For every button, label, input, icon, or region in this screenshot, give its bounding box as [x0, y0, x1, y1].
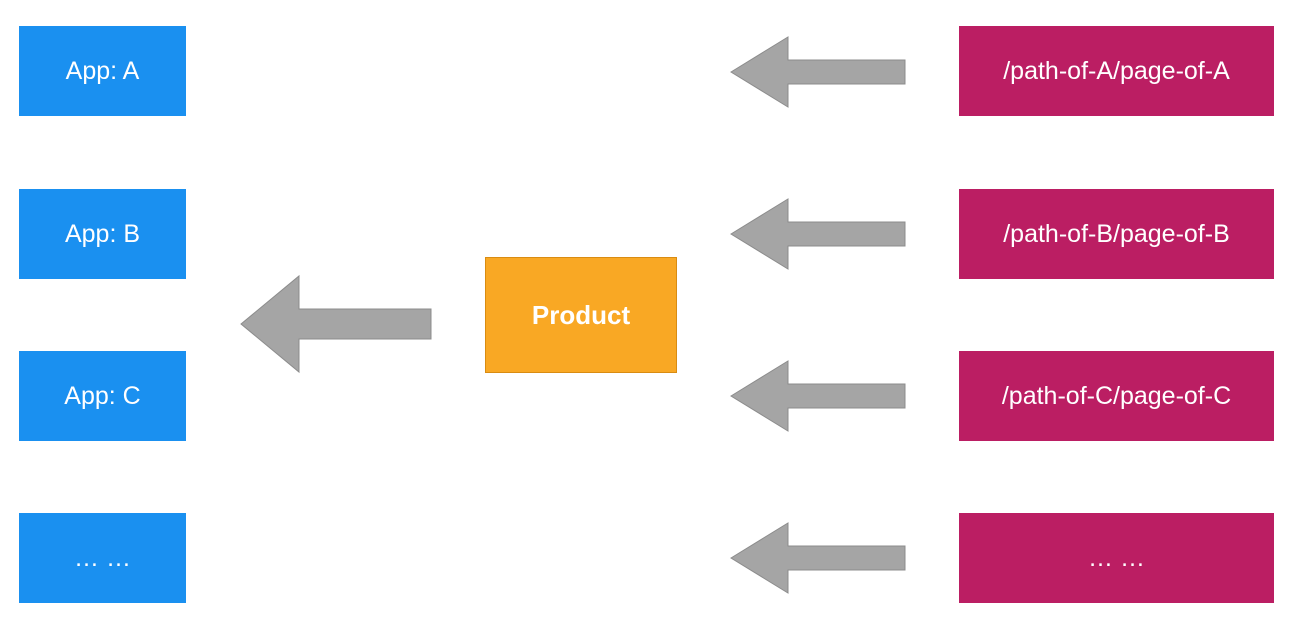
app-box-label: App: B	[64, 219, 141, 248]
path-box-a: /path-of-A/page-of-A	[959, 26, 1274, 116]
path-a-arrow	[730, 36, 906, 108]
app-box-label: App: A	[65, 56, 140, 85]
path-c-arrow	[730, 360, 906, 432]
product-box-label: Product	[531, 299, 631, 330]
path-box-b: /path-of-B/page-of-B	[959, 189, 1274, 279]
app-box-a: App: A	[19, 26, 186, 116]
path-more-arrow	[730, 522, 906, 594]
product-to-apps-arrow	[240, 274, 432, 374]
path-box-more: … …	[959, 513, 1274, 603]
app-box-label: … …	[74, 543, 131, 572]
app-box-b: App: B	[19, 189, 186, 279]
product-box: Product	[485, 257, 677, 373]
path-b-arrow	[730, 198, 906, 270]
app-box-label: App: C	[64, 381, 141, 410]
path-box-label: /path-of-B/page-of-B	[1003, 219, 1230, 248]
app-box-more: … …	[19, 513, 186, 603]
path-box-label: … …	[1088, 543, 1145, 572]
app-box-c: App: C	[19, 351, 186, 441]
path-box-label: /path-of-C/page-of-C	[1001, 381, 1232, 410]
path-box-c: /path-of-C/page-of-C	[959, 351, 1274, 441]
path-box-label: /path-of-A/page-of-A	[1003, 56, 1230, 85]
